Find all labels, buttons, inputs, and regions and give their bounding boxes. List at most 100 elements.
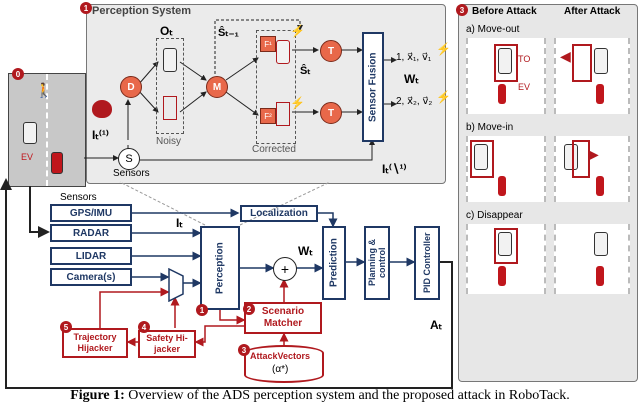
- scenario-c-before-car: [498, 232, 512, 256]
- it-not1-label: Iₜ⁽∖¹⁾: [382, 162, 407, 176]
- edge-m-corrected-bottom: [225, 91, 259, 116]
- perception-system-title: Perception System: [92, 5, 192, 17]
- safety-hijacker-box: Safety Hi-jacker: [138, 330, 196, 358]
- f1-label: F¹: [264, 39, 272, 49]
- pid-controller-box: PID Controller: [414, 226, 440, 300]
- zoom-line-right: [239, 181, 331, 226]
- edge-d-noisy-top: [137, 61, 159, 86]
- edge-traj-mux: [99, 287, 170, 328]
- sensor-fusion-label: Sensor Fusion: [367, 52, 379, 122]
- scenario-a-before-ev: [498, 84, 506, 104]
- scenario-b-after-box: [572, 140, 590, 178]
- scenario-a-before-car: [498, 48, 512, 74]
- corrected-box: [256, 30, 296, 144]
- badge-5: 5: [60, 321, 72, 333]
- scenario-a-label: a) Move-out: [466, 24, 520, 35]
- gps-imu-label: GPS/IMU: [69, 207, 113, 219]
- node-t1: T: [320, 40, 342, 62]
- sensors-label: Sensors: [60, 192, 97, 203]
- scenario-c-label: c) Disappear: [466, 210, 523, 221]
- zoom-line-left: [119, 181, 206, 226]
- pedestrian-icon: 🚶: [35, 82, 53, 98]
- plus-label: +: [280, 261, 290, 277]
- lidar-box: LIDAR: [50, 247, 132, 265]
- scenario-a-arrow-left-icon: ◀: [560, 48, 571, 64]
- scenario-a-ev-label: EV: [518, 82, 531, 92]
- prediction-label: Prediction: [328, 238, 340, 288]
- badge-4: 4: [138, 321, 150, 333]
- scenario-b-label: b) Move-in: [466, 122, 514, 133]
- edge-road-sensors: [29, 186, 50, 238]
- node-d: D: [120, 76, 142, 98]
- plus-node: +: [273, 257, 297, 281]
- trajectory-hijacker-box: Trajectory Hijacker: [62, 328, 128, 358]
- edge-s-fusion: [140, 139, 375, 161]
- left-road-scene: 🚶 EV: [8, 73, 86, 187]
- edge-m-corrected-top: [225, 57, 259, 81]
- camera-label: Camera(s): [66, 271, 116, 283]
- scenario-a-after-ev: [596, 84, 604, 104]
- badge-perception-1: 1: [80, 2, 92, 14]
- edge-noisy2-m: [179, 91, 207, 113]
- edge-d-noisy-bottom: [137, 89, 159, 113]
- s-hat-t-label: Ŝₜ: [300, 65, 311, 77]
- s-hat-prev-label: Ŝₜ₋₁: [218, 27, 239, 39]
- scenario-b-before-box: [470, 140, 494, 178]
- scenario-b-before-ev: [498, 176, 506, 196]
- noisy-box: [156, 38, 184, 134]
- scenario-b-after-car: [564, 144, 578, 170]
- scenario-c-after-road: [554, 224, 630, 294]
- edge-noisy-m: [179, 61, 207, 81]
- figure-caption: Figure 1: Overview of the ADS perception…: [0, 388, 640, 404]
- lidar-label: LIDAR: [75, 250, 107, 262]
- perception-system-panel: [86, 4, 446, 184]
- scenario-b-arrow-right-icon: ▶: [588, 146, 599, 162]
- pipeline-w-t-label: Wₜ: [298, 244, 313, 258]
- attack-vectors-label: AttackVectors: [250, 351, 311, 361]
- gps-imu-box: GPS/IMU: [50, 204, 132, 222]
- scenario-c-after-ev: [596, 266, 604, 286]
- localization-label: Localization: [250, 208, 308, 219]
- f2-label: F²: [264, 111, 272, 121]
- scenario-a-after-road: [554, 38, 630, 114]
- pid-controller-label: PID Controller: [422, 232, 432, 294]
- road-lane-line: [46, 74, 48, 186]
- lightning-icon-1: ⚡: [290, 24, 305, 38]
- fusion-w-t-label: Wₜ: [404, 72, 419, 86]
- f1-box: F¹: [260, 36, 276, 52]
- corrected-pedestrian-icon: [276, 102, 290, 126]
- fusion-out2-label: 2, x⃗₂, v⃗₂: [396, 96, 433, 107]
- safety-hijacker-label: Safety Hi-jacker: [146, 333, 188, 354]
- edge-perc-sm: [219, 310, 246, 325]
- scenario-matcher-box: Scenario Matcher: [244, 302, 322, 334]
- camera-box: Camera(s): [50, 268, 132, 286]
- scenario-c-before-ev: [498, 266, 506, 286]
- caption-text: Overview of the ADS perception system an…: [124, 388, 570, 403]
- ev-label: EV: [21, 152, 34, 162]
- node-t2: T: [320, 102, 342, 124]
- edge-pid-loop: [0, 178, 453, 389]
- edge-shat-feedback: [214, 19, 303, 74]
- noisy-car-icon: [163, 48, 177, 72]
- badge-2: 2: [243, 303, 255, 315]
- f2-box: F²: [260, 108, 276, 124]
- node-m: M: [206, 76, 228, 98]
- noisy-pedestrian-icon: [163, 96, 177, 120]
- planning-label: Planning & control: [367, 239, 387, 287]
- perception-label: Perception: [214, 242, 226, 294]
- lightning-icon-3: ⚡: [436, 42, 451, 56]
- car-white-icon: [23, 122, 37, 144]
- after-attack-title: After Attack: [564, 6, 621, 17]
- scenario-a-after-car: [594, 48, 608, 74]
- radar-label: RADAR: [72, 227, 110, 239]
- lightning-icon-2: ⚡: [290, 96, 305, 110]
- scenario-a-before-to-box: [494, 44, 518, 82]
- pipeline-i-t-label: Iₜ: [176, 216, 183, 230]
- node-s: S: [118, 148, 140, 170]
- prediction-box: Prediction: [322, 226, 346, 300]
- devil-icon: [92, 100, 112, 118]
- scenario-a-after-box: [572, 44, 592, 82]
- radar-box: RADAR: [50, 224, 132, 242]
- mux-shape: [168, 268, 184, 302]
